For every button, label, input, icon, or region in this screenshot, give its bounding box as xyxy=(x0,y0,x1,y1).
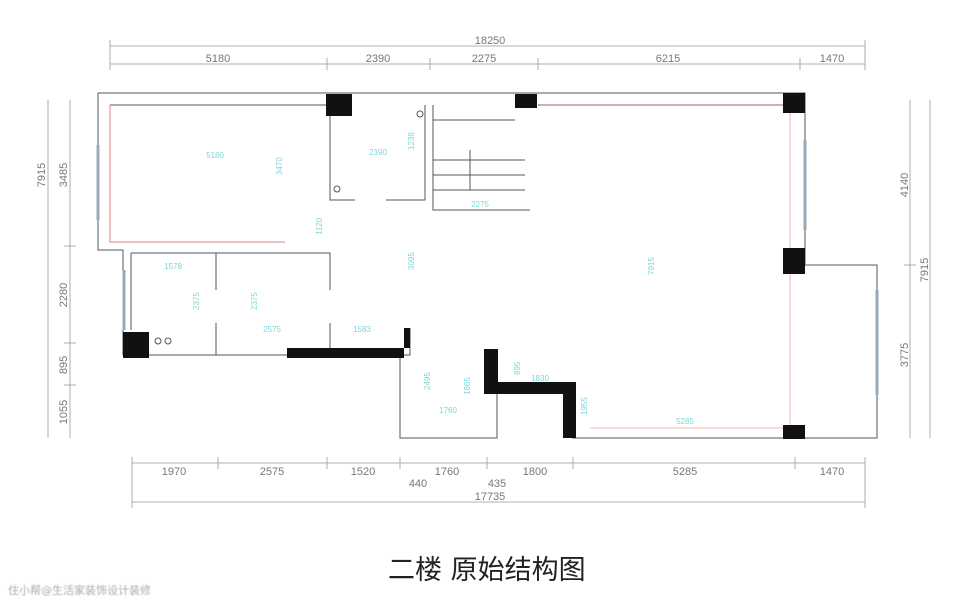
dim-top: 1470 xyxy=(820,53,844,65)
dim-right-total: 7915 xyxy=(919,258,931,282)
dim-left: 2280 xyxy=(58,283,70,307)
dim-bottom: 1470 xyxy=(820,466,844,478)
dim-bottom-small: 440 xyxy=(409,478,427,490)
dimension-lines xyxy=(47,40,931,508)
dim-bottom-total: 17735 xyxy=(475,491,506,503)
inner-dimension-label: 2390 xyxy=(369,148,387,157)
dim-left: 1055 xyxy=(58,400,70,424)
inner-dimension-label: 1238 xyxy=(407,132,416,150)
inner-dimension-label: 2275 xyxy=(471,200,489,209)
dim-right: 3775 xyxy=(899,343,911,367)
inner-dimension-label: 1120 xyxy=(315,217,324,235)
inner-dimension-label: 2375 xyxy=(250,292,259,310)
inner-dimension-label: 1760 xyxy=(439,406,457,415)
inner-dimension-label: 1865 xyxy=(463,377,472,395)
watermark: 住小帮@生活家装饰设计装修 xyxy=(8,584,151,597)
inner-dimension-label: 2575 xyxy=(263,325,281,334)
dim-top: 2390 xyxy=(366,53,390,65)
inner-dimension-label: 2375 xyxy=(192,292,201,310)
dim-bottom: 1520 xyxy=(351,466,375,478)
inner-dimension-label: 1583 xyxy=(353,325,371,334)
inner-dimension-label: 895 xyxy=(513,361,522,375)
inner-dimension-label: 2495 xyxy=(423,372,432,390)
drawing-title: 二楼 原始结构图 xyxy=(388,555,586,586)
inner-dimension-label: 3095 xyxy=(407,252,416,270)
dim-right: 4140 xyxy=(899,173,911,197)
dim-left: 3485 xyxy=(58,163,70,187)
dim-bottom: 5285 xyxy=(673,466,697,478)
dim-bottom-small: 435 xyxy=(488,478,506,490)
inner-dimension-label: 5180 xyxy=(206,151,224,160)
dim-top: 6215 xyxy=(656,53,680,65)
dim-bottom: 2575 xyxy=(260,466,284,478)
dim-bottom: 1800 xyxy=(523,466,547,478)
dim-bottom: 1970 xyxy=(162,466,186,478)
dim-left: 895 xyxy=(58,356,70,374)
inner-dimension-label: 7915 xyxy=(647,257,656,275)
inner-dimension-label: 1578 xyxy=(164,262,182,271)
inner-dimension-label: 1830 xyxy=(531,374,549,383)
dim-top-total: 18250 xyxy=(475,35,506,47)
inner-dimension-label: 5285 xyxy=(676,417,694,426)
dim-top: 5180 xyxy=(206,53,230,65)
walls xyxy=(96,92,879,439)
dim-bottom: 1760 xyxy=(435,466,459,478)
inner-dimensions: 5180 3470 2390 1238 1120 2275 1578 2375 … xyxy=(164,132,694,426)
inner-dimension-label: 3470 xyxy=(275,157,284,175)
inner-dimension-label: 1955 xyxy=(580,397,589,415)
dim-left-total: 7915 xyxy=(36,163,48,187)
columns xyxy=(123,93,805,439)
dim-top: 2275 xyxy=(472,53,496,65)
